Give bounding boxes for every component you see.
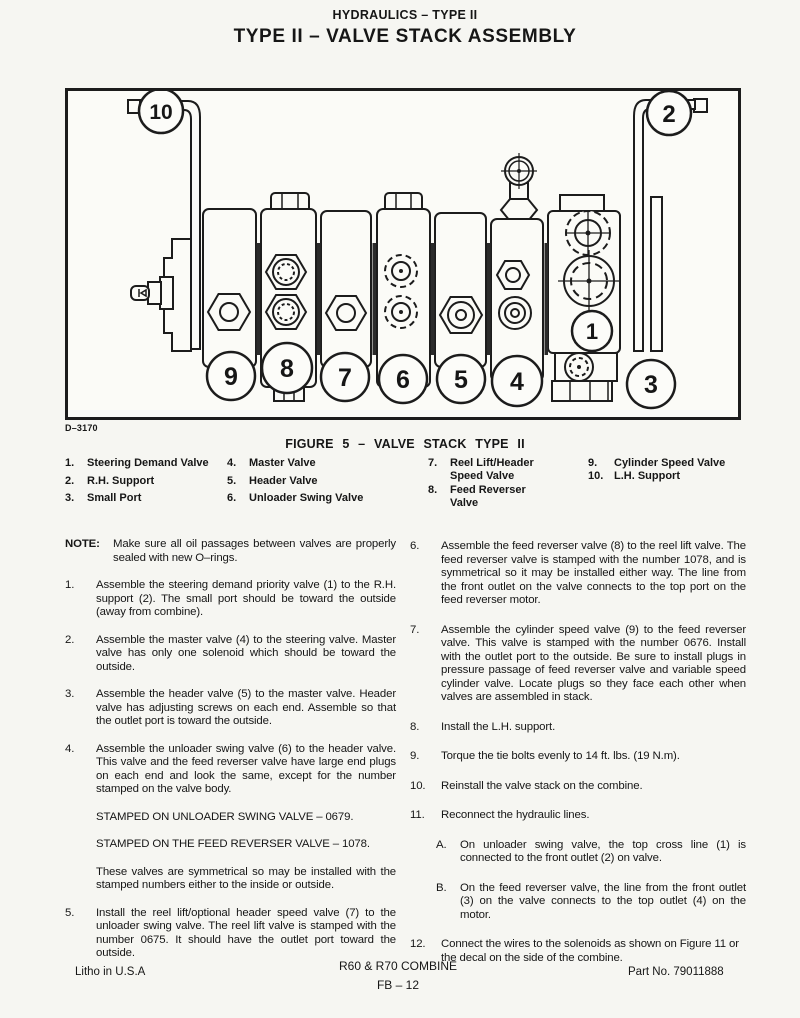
legend-item-3: 3.Small Port <box>65 492 142 504</box>
valve-body-5 <box>434 212 487 368</box>
hex-port-5 <box>438 296 484 334</box>
instructions-left-column: NOTE: Make sure all oil passages between… <box>65 538 396 975</box>
rh-support-strap <box>633 98 708 352</box>
photo-code: D–3170 <box>65 423 98 433</box>
step-11b: B.On the feed reverser valve, the line f… <box>436 881 746 921</box>
figure-valve-stack: 10 2 9 8 7 6 5 4 1 3 <box>65 88 741 420</box>
callout-5: 5 <box>435 353 487 405</box>
step-6: 6.Assemble the feed reverser valve (8) t… <box>410 540 746 606</box>
callout-9: 9 <box>205 350 257 402</box>
callouts: 10 2 9 8 7 6 5 4 1 3 <box>137 91 693 410</box>
legend-item-9: 9.Cylinder Speed Valve <box>588 457 726 469</box>
svg-text:1: 1 <box>586 319 598 344</box>
svg-text:4: 4 <box>510 368 524 396</box>
step-12: 12.Connect the wires to the solenoids as… <box>410 938 739 964</box>
legend-item-4: 4.Master Valve <box>227 457 316 469</box>
svg-text:10: 10 <box>149 101 172 124</box>
valve-body-9 <box>202 208 257 368</box>
legend-item-10: 10.L.H. Support <box>588 469 680 482</box>
figure-caption: FIGURE 5 – VALVE STACK TYPE II <box>285 437 525 451</box>
legend-column-1: 1.Steering Demand Valve 2.R.H. Support 3… <box>65 457 225 510</box>
footer-page-number: FB – 12 <box>376 978 420 992</box>
svg-text:9: 9 <box>224 363 238 391</box>
step-2: 2.Assemble the master valve (4) to the s… <box>65 633 396 673</box>
hex-ports-8 <box>264 254 308 330</box>
note: NOTE: Make sure all oil passages between… <box>65 538 396 565</box>
stamped-note-2: STAMPED ON THE FEED REVERSER VALVE – 107… <box>96 838 370 850</box>
page-title: TYPE II – VALVE STACK ASSEMBLY <box>233 26 577 47</box>
legend-column-2: 4.Master Valve 5.Header Valve 6.Unloader… <box>227 457 412 510</box>
svg-text:8: 8 <box>280 355 294 383</box>
callout-3: 3 <box>625 358 677 410</box>
callout-6: 6 <box>377 353 429 405</box>
footer-part-number: Part No. 79011888 <box>628 966 724 978</box>
step-8: 8.Install the L.H. support. <box>410 720 556 733</box>
svg-text:6: 6 <box>396 366 410 394</box>
valve-ports <box>206 210 620 382</box>
step-11: 11.Reconnect the hydraulic lines. <box>410 809 590 821</box>
valve-body-7 <box>320 210 372 368</box>
hex-plug-9 <box>206 293 252 331</box>
step-1: 1.Assemble the steering demand priority … <box>65 579 396 618</box>
callout-4: 4 <box>490 354 544 408</box>
legend-column-4: 9.Cylinder Speed Valve 10.L.H. Support <box>588 457 758 482</box>
legend-item-7: 7.Reel Lift/Header Speed Valve <box>428 457 534 482</box>
note-label: NOTE: <box>65 538 100 550</box>
svg-text:3: 3 <box>644 371 658 399</box>
step-7: 7.Assemble the cylinder speed valve (9) … <box>410 623 746 704</box>
ports-1 <box>558 210 620 382</box>
step-5: 5.Install the reel lift/optional header … <box>65 906 396 960</box>
step-9: 9.Torque the tie bolts evenly to 14 ft. … <box>410 750 680 762</box>
rh-support-bar <box>650 196 663 352</box>
callout-2: 2 <box>645 91 693 137</box>
valve-stack-diagram: 10 2 9 8 7 6 5 4 1 3 <box>127 91 708 410</box>
step-11a: A.On unloader swing valve, the top cross… <box>436 838 746 865</box>
step-4: 4.Assemble the unloader swing valve (6) … <box>65 742 396 796</box>
step-10: 10.Reinstall the valve stack on the comb… <box>410 779 643 792</box>
symmetry-note: These valves are symmetrical so may be i… <box>96 865 396 892</box>
step-3: 3.Assemble the header valve (5) to the m… <box>65 688 396 727</box>
ports-4 <box>495 260 532 330</box>
callout-10: 10 <box>137 91 185 135</box>
inlet-fitting <box>130 281 162 305</box>
footer-center: R60 & R70 COMBINE FB – 12 <box>339 959 457 992</box>
legend-item-1: 1.Steering Demand Valve <box>65 457 209 469</box>
tie-bolt-gaps <box>256 243 548 355</box>
legend-column-3: 7.Reel Lift/Header Speed Valve 8.Feed Re… <box>428 457 578 511</box>
callout-7: 7 <box>319 351 371 403</box>
svg-text:5: 5 <box>454 366 468 394</box>
legend-item-8: 8.Feed Reverser Valve <box>428 484 526 509</box>
footer-model: R60 & R70 COMBINE <box>338 959 458 973</box>
svg-text:2: 2 <box>662 101 675 128</box>
spline-ports-6 <box>384 254 418 329</box>
note-text: Make sure all oil passages between valve… <box>113 538 396 564</box>
hex-plug-7 <box>324 295 368 331</box>
legend-item-6: 6.Unloader Swing Valve <box>227 492 364 504</box>
svg-text:7: 7 <box>338 364 352 392</box>
stamped-note-1: STAMPED ON UNLOADER SWING VALVE – 0679. <box>96 810 354 823</box>
legend-item-2: 2.R.H. Support <box>65 474 155 487</box>
callout-8: 8 <box>260 341 314 395</box>
instructions-right-column: 6.Assemble the feed reverser valve (8) t… <box>410 540 746 981</box>
footer-litho: Litho in U.S.A <box>75 966 146 978</box>
end-plate <box>159 238 192 352</box>
callout-1: 1 <box>570 309 614 353</box>
page-kicker: HYDRAULICS – TYPE II <box>332 8 478 22</box>
legend-item-5: 5.Header Valve <box>227 474 318 487</box>
